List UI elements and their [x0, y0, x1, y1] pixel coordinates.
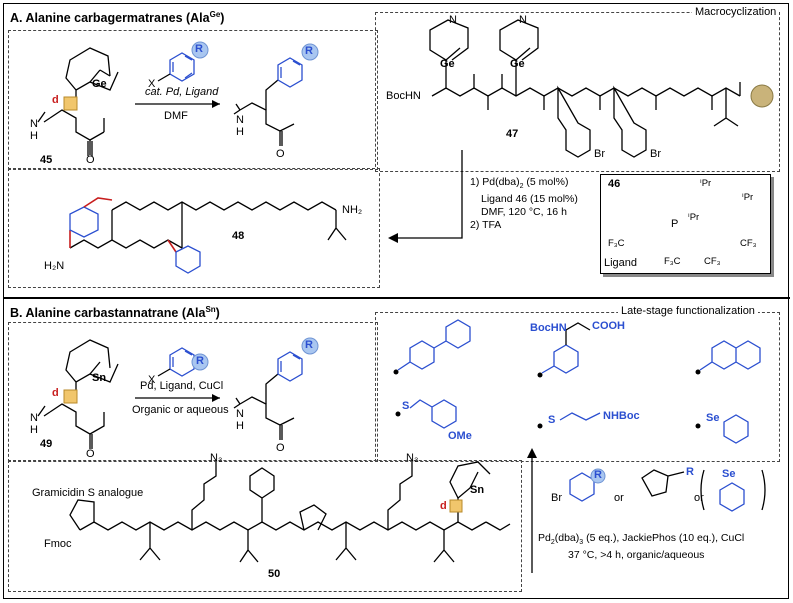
atom-se-1: Se — [706, 412, 720, 424]
o-label-b-product: O — [276, 442, 285, 454]
atom-n3-b: N₃ — [406, 452, 419, 464]
atom-bochn-late: BocHN — [530, 322, 567, 334]
panel-b-title: B. Alanine carbastannatrane (AlaSn) — [10, 305, 220, 321]
aryl-halide-b — [157, 347, 209, 377]
compound-49-label: 49 — [40, 438, 53, 450]
bochn-47: BocHN — [386, 90, 421, 102]
box-ala-sn-reaction — [8, 322, 378, 462]
n-label-47-a: N — [449, 14, 457, 26]
atom-fmoc: Fmoc — [44, 538, 72, 550]
box-macrocycle-48 — [8, 168, 380, 288]
atom-d-3: d — [440, 500, 447, 512]
atom-br-1: Br — [594, 148, 605, 160]
atom-ipr-2: ⁱPr — [742, 192, 754, 203]
atom-ge: Ge — [92, 78, 107, 90]
product-b — [233, 337, 319, 440]
atom-br-2: Br — [650, 148, 661, 160]
o-label-45: O — [86, 154, 95, 166]
compound-47-label: 47 — [506, 128, 519, 140]
compound-47-structure — [429, 19, 774, 158]
atom-x-1: X — [148, 78, 156, 90]
condition-b-below: Organic or aqueous — [132, 404, 229, 416]
n-label-47-b: N — [519, 14, 527, 26]
gramicidin-label: Gramicidin S analogue — [32, 487, 144, 499]
atom-p: P — [671, 218, 679, 230]
ligand-label: Ligand — [604, 257, 638, 269]
or-label-1: or — [614, 492, 624, 504]
atom-n3-a: N₃ — [210, 452, 223, 464]
compound-46-label: 46 — [608, 178, 621, 190]
compound-50-structure — [69, 461, 511, 563]
atom-r-3: R — [196, 355, 204, 367]
late-stage-products — [393, 319, 761, 444]
atom-se-2: Se — [722, 468, 736, 480]
aryl-halide-a — [157, 41, 209, 82]
ge-label-47-a: Ge — [440, 58, 455, 70]
box-ala-ge-reaction — [8, 30, 378, 170]
atom-s-1: S — [402, 400, 410, 412]
atom-r-6: R — [686, 466, 694, 478]
compound-48-structure — [69, 197, 347, 274]
atom-d-2: d — [52, 387, 59, 399]
atom-br-3: Br — [551, 492, 562, 504]
o-label-a-product: O — [276, 148, 285, 160]
late-stage-conditions: Pd2(dba)3 (5 eq.), JackiePhos (10 eq.), … — [538, 532, 745, 562]
macrocyclization-label: Macrocyclization — [692, 6, 780, 18]
panel-divider — [3, 297, 790, 299]
box-late-stage — [375, 312, 780, 462]
atom-r-2: R — [305, 45, 313, 57]
condition-a-above: cat. Pd, Ligand — [145, 86, 219, 98]
atom-cooh: COOH — [592, 320, 625, 332]
compound-50-label: 50 — [268, 568, 281, 580]
atom-cf3-a: F₃C — [608, 238, 625, 249]
compound-49-structure — [37, 339, 119, 449]
condition-b-above: Pd, Ligand, CuCl — [140, 380, 224, 392]
ligand-46-box — [600, 174, 771, 274]
atom-x-2: X — [148, 374, 156, 386]
atom-r-4: R — [305, 339, 313, 351]
atom-nhboc: NHBoc — [603, 410, 640, 422]
compound-45-structure — [37, 47, 119, 156]
atom-cf3-b: CF₃ — [740, 238, 757, 249]
late-stage-label: Late-stage functionalization — [618, 305, 758, 317]
box-gramicidin — [8, 460, 522, 592]
atom-sn-2: Sn — [470, 484, 485, 496]
condition-a-below: DMF — [164, 110, 188, 122]
atom-cf3-d: CF₃ — [704, 256, 721, 267]
or-label-2: or — [694, 492, 704, 504]
ge-label-47-b: Ge — [510, 58, 525, 70]
atom-sn-1: Sn — [92, 372, 107, 384]
late-stage-reagents — [569, 468, 766, 512]
atom-h2n: H₂N — [44, 260, 65, 272]
atom-ome: OMe — [448, 430, 472, 442]
atom-r-1: R — [195, 43, 203, 55]
box-macrocyclization — [375, 12, 780, 172]
figure-frame — [3, 3, 789, 599]
compound-45-label: 45 — [40, 154, 53, 166]
arrow-macrocyclization — [392, 150, 463, 239]
o-label-49: O — [86, 448, 95, 460]
panel-a-title: A. Alanine carbagermatranes (AlaGe) — [10, 10, 225, 26]
product-a — [233, 43, 319, 146]
macro-conditions: 1) Pd(dba)2 (5 mol%) Ligand 46 (15 mol%)… — [470, 176, 578, 232]
atom-ipr-1: ⁱPr — [700, 178, 712, 189]
compound-48-label: 48 — [232, 230, 245, 242]
atom-d-1: d — [52, 94, 59, 106]
atom-cf3-c: F₃C — [664, 256, 681, 267]
atom-r-5: R — [594, 469, 602, 481]
atom-s-2: S — [548, 414, 556, 426]
atom-ipr-3: ⁱPr — [688, 212, 700, 223]
atom-nh2: NH₂ — [342, 204, 363, 216]
